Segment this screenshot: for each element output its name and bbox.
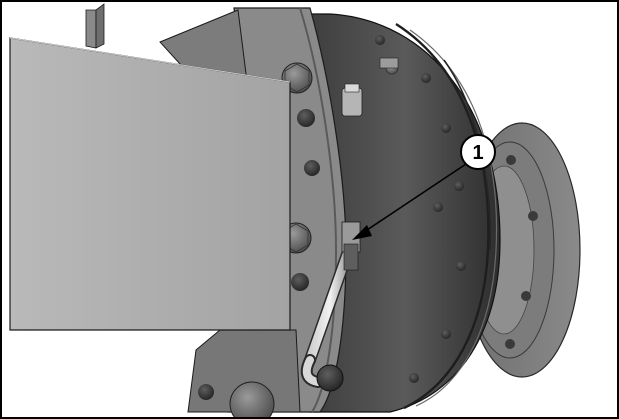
breather-tube [300, 221, 361, 392]
callout-circle [460, 134, 496, 170]
callout-number: 1 [472, 142, 483, 164]
axle-beam [9, 3, 291, 331]
callout-1: 1 [352, 134, 496, 240]
callout-leader-line [363, 163, 467, 233]
callout-arrowhead [352, 225, 372, 240]
fitting-top [341, 57, 399, 117]
